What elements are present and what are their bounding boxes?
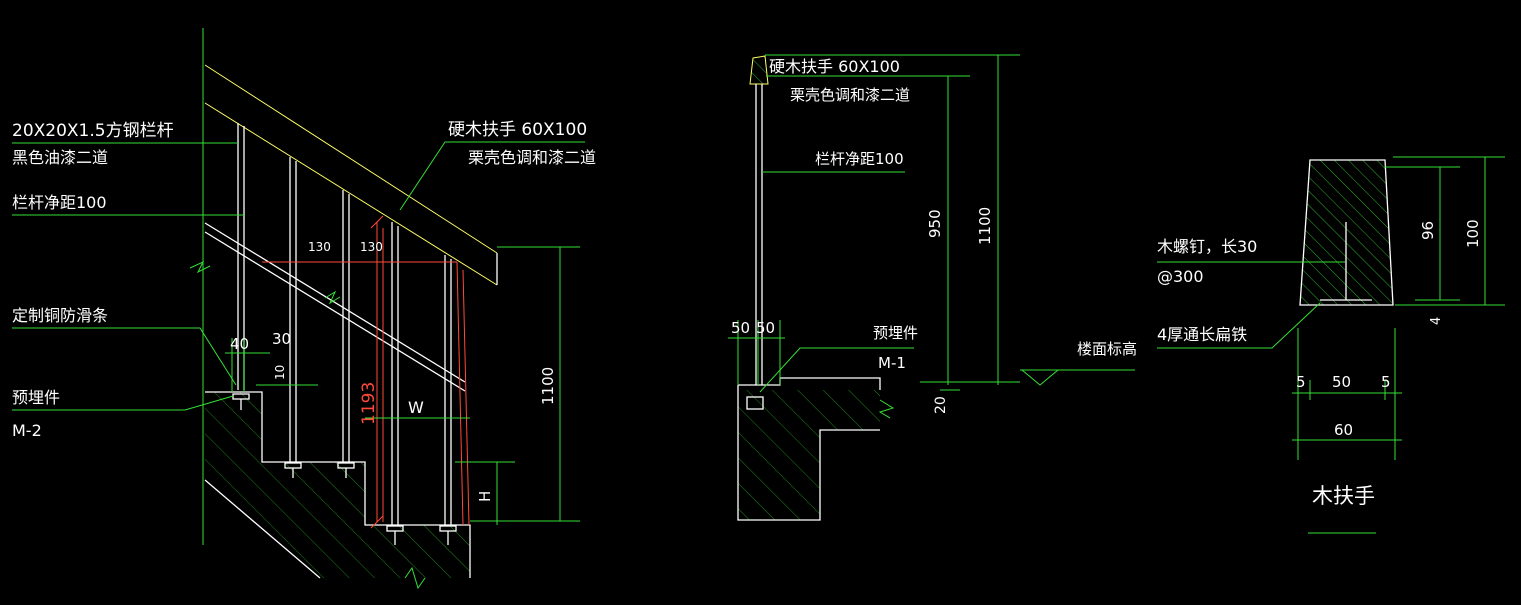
mid-label-embed: 预埋件: [873, 324, 918, 342]
leader-embed-m2: [12, 395, 234, 411]
label-flat-iron: 4厚通长扁铁: [1157, 325, 1247, 344]
label-floor-level: 楼面标高: [1077, 340, 1137, 358]
dim-10: 10: [273, 365, 287, 380]
handrail-profile: [1299, 159, 1394, 306]
embed-m1: [746, 396, 764, 410]
handrail-bottom: [204, 102, 498, 286]
dim-1100-left: 1100: [539, 367, 557, 405]
leader-handrail: [399, 141, 585, 211]
mid-label-embed-code: M-1: [878, 354, 906, 372]
dim-30: 30: [272, 330, 291, 348]
dim-50-a: 50: [731, 319, 750, 337]
handrail-section: 木螺钉，长30 @300 4厚通长扁铁 96 100 4 5 50 5 60 木…: [1157, 156, 1505, 534]
label-anti-slip: 定制铜防滑条: [12, 306, 108, 325]
dim-5-b: 5: [1381, 373, 1391, 391]
label-bar-paint: 黑色油漆二道: [12, 148, 108, 167]
dim-h: H: [476, 491, 494, 502]
lower-rail: [204, 222, 466, 383]
stair-section: 20X20X1.5方钢栏杆 黑色油漆二道 栏杆净距100 硬木扶手 60X100…: [12, 28, 596, 590]
label-embed: 预埋件: [12, 388, 60, 407]
dim-96: 96: [1419, 221, 1437, 240]
dim-950: 950: [926, 209, 944, 238]
mid-label-handrail-spec: 硬木扶手 60X100: [769, 57, 900, 76]
dim-w: W: [408, 398, 424, 417]
dim-60: 60: [1334, 421, 1353, 439]
dim-20: 20: [933, 396, 949, 414]
lower-rail-2: [204, 231, 466, 392]
label-bar-spacing: 栏杆净距100: [12, 193, 107, 212]
dim-40: 40: [230, 335, 249, 353]
label-screw-pitch: @300: [1157, 267, 1204, 286]
dim-5-a: 5: [1296, 373, 1306, 391]
label-handrail-spec: 硬木扶手 60X100: [448, 120, 587, 140]
dim-50-right: 50: [1332, 373, 1351, 391]
slab-break: [878, 399, 895, 419]
title-wood-handrail: 木扶手: [1312, 484, 1375, 508]
slab-top: [738, 377, 881, 390]
handrail-head: [749, 55, 769, 85]
label-handrail-paint: 栗壳色调和漆二道: [468, 148, 596, 167]
rail-elevation: 硬木扶手 60X100 栗壳色调和漆二道 栏杆净距100 950 1100 50…: [728, 54, 1137, 521]
rail-break-mark: [324, 290, 341, 305]
dim-130-b: 130: [360, 240, 383, 254]
stair-concrete: [205, 392, 470, 578]
leader-flat-iron: [1157, 302, 1321, 349]
dim-4: 4: [1429, 317, 1444, 325]
stair-step-profile: [205, 391, 471, 578]
label-bar-spec: 20X20X1.5方钢栏杆: [12, 121, 174, 141]
leader-anti-slip: [12, 327, 237, 386]
dim-50-b: 50: [756, 319, 775, 337]
floor-level-symbol: [1021, 369, 1059, 386]
break-mark-bottom: [404, 566, 426, 590]
mid-label-handrail-paint: 栗壳色调和漆二道: [790, 86, 910, 104]
floor-slab: [738, 390, 880, 520]
mid-label-bar-spacing: 栏杆净距100: [815, 150, 904, 168]
dim-130-a: 130: [308, 240, 331, 254]
dim-1193: 1193: [359, 382, 379, 425]
handrail-top: [204, 64, 498, 254]
dim-1100-mid: 1100: [976, 207, 994, 245]
leader-embed-m1: [759, 347, 914, 393]
break-mark: [189, 260, 211, 274]
dim-100-right: 100: [1464, 219, 1482, 248]
label-embed-code: M-2: [12, 421, 42, 440]
stair-soffit: [204, 479, 321, 579]
label-screw: 木螺钉，长30: [1157, 237, 1257, 256]
slab-outline: [737, 385, 880, 521]
